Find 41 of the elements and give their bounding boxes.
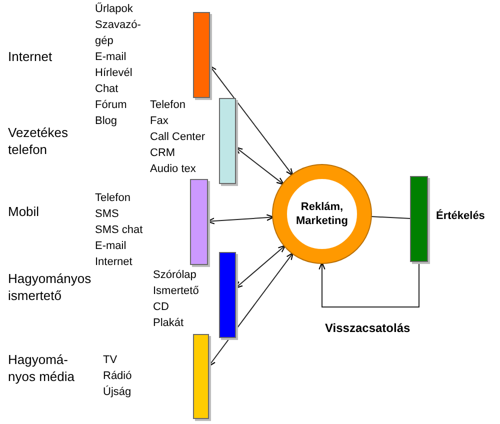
category-label: Vezetékes telefon [8, 124, 69, 158]
channel-item: SMS chat [95, 223, 144, 238]
channel-item: Hírlevél [95, 66, 134, 81]
channel-item: E-mail [95, 50, 128, 65]
arrow [209, 65, 294, 176]
arrow [208, 252, 294, 367]
category-label: Mobil [8, 203, 40, 220]
connector-line [370, 216, 410, 220]
channel-item: Chat [95, 82, 120, 97]
channel-item: Szórólap [153, 268, 198, 283]
category-label: Internet [8, 48, 54, 65]
category-label: Hagyományos ismertető [8, 270, 92, 304]
channel-item: Plakát [153, 316, 185, 331]
channel-item: Űrlapok [95, 2, 134, 17]
channel-item: SMS [95, 207, 120, 222]
edge-label: Visszacsatolás [323, 321, 412, 335]
color-bar [193, 334, 209, 419]
channel-item: Fax [150, 114, 170, 129]
channel-item: TV [103, 353, 118, 368]
channel-item: Újság [103, 384, 132, 400]
channel-item: Rádió [103, 369, 133, 384]
channel-item: Audio tex [150, 162, 197, 177]
color-bar [190, 179, 208, 265]
channel-item: E-mail [95, 239, 128, 254]
category-label: Hagyomá- nyos média [8, 351, 76, 385]
channel-item: CD [153, 300, 170, 315]
channel-item: Telefon [95, 191, 132, 206]
channel-item: Internet [95, 255, 134, 270]
ring-circle [273, 165, 371, 263]
channel-item: Ismertető [153, 284, 200, 299]
color-bar [410, 176, 428, 262]
channel-item: CRM [150, 146, 176, 161]
channel-item: Telefon [150, 98, 186, 113]
channel-item: Call Center [150, 130, 206, 145]
color-bar [193, 12, 210, 98]
channel-item: Szavazó- gép [95, 18, 142, 49]
arrow [318, 262, 420, 308]
color-bar [219, 252, 236, 338]
circle-label: Reklám, Marketing [295, 200, 349, 228]
color-bar [219, 98, 236, 184]
bar-caption: Értékelés [436, 210, 485, 222]
